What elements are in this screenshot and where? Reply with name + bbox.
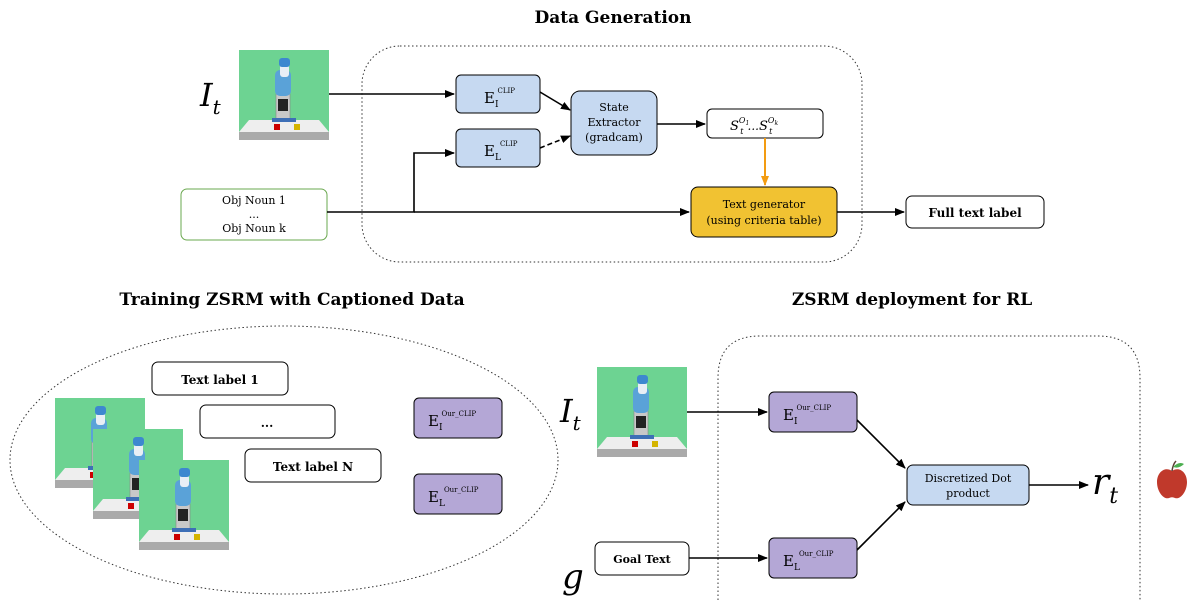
dot-product-line-2: product [946, 487, 990, 500]
language-encoder-ours-deploy-label: ELOur_CLIP [783, 550, 834, 573]
text-generator-line-2: (using criteria table) [706, 214, 821, 227]
state-extractor-line-3: (gradcam) [585, 131, 643, 144]
object-noun-last: Obj Noun k [222, 222, 286, 235]
language-encoder-ours-training-label: ELOur_CLIP [428, 486, 479, 509]
arrow-image-encoder-to-extractor [539, 91, 571, 111]
text-generator-line-1: Text generator [723, 198, 806, 211]
text-label-ellipsis: ... [261, 416, 274, 430]
object-nouns-box [180, 188, 328, 241]
image-encoder-ours-training-label: EIOur_CLIP [428, 410, 476, 433]
image-encoder-ours-deploy [768, 391, 858, 433]
state-extractor-line-1: State [599, 101, 628, 114]
object-noun-ellipsis: ... [249, 208, 260, 221]
language-encoder-ours-deploy [768, 537, 858, 579]
image-encoder-clip-label: EICLIP [484, 87, 515, 110]
state-extractor-line-2: Extractor [588, 116, 642, 129]
text-label-1: Text label 1 [181, 373, 259, 387]
training-title: Training ZSRM with Captioned Data [119, 290, 464, 310]
goal-input-label: g [562, 557, 584, 597]
arrow-image-encoder-to-dot [856, 419, 906, 469]
image-encoder-ours-training [413, 397, 503, 439]
text-label-n: Text label N [273, 460, 353, 474]
deployment-title: ZSRM deployment for RL [792, 290, 1032, 310]
image-encoder-clip [455, 74, 541, 114]
text-generator-node [690, 186, 838, 238]
data-generation-title: Data Generation [534, 8, 691, 28]
data-generation-region [361, 45, 863, 263]
language-encoder-clip-label: ELCLIP [484, 140, 518, 163]
training-data-region [9, 325, 559, 595]
image-encoder-ours-deploy-label: EIOur_CLIP [783, 404, 831, 427]
deploy-image-input-label: It [559, 392, 582, 435]
apple-icon [1157, 460, 1187, 499]
goal-text-label: Goal Text [613, 553, 671, 566]
robot-arm-sim-icon-deploy [596, 366, 688, 458]
text-label-ellipsis-box [199, 404, 336, 439]
full-text-label-box [905, 195, 1045, 229]
image-input-label: It [199, 76, 222, 119]
reward-output-label: rt [1092, 462, 1118, 509]
arrow-lang-encoder-to-dot [856, 501, 906, 551]
arrow-lang-encoder-to-extractor [539, 135, 571, 149]
robot-arm-sim-icon [238, 49, 330, 141]
state-extractor-node [570, 90, 658, 156]
object-noun-first: Obj Noun 1 [222, 194, 286, 207]
dot-product-line-1: Discretized Dot [925, 472, 1012, 485]
arrow-nouns-to-lang-encoder [327, 149, 455, 213]
full-text-label: Full text label [928, 206, 1022, 220]
text-label-n-box [244, 448, 382, 483]
text-label-1-box [151, 361, 289, 396]
language-encoder-ours-training [413, 473, 503, 515]
robot-arm-sim-icon-stack-3 [138, 459, 230, 551]
